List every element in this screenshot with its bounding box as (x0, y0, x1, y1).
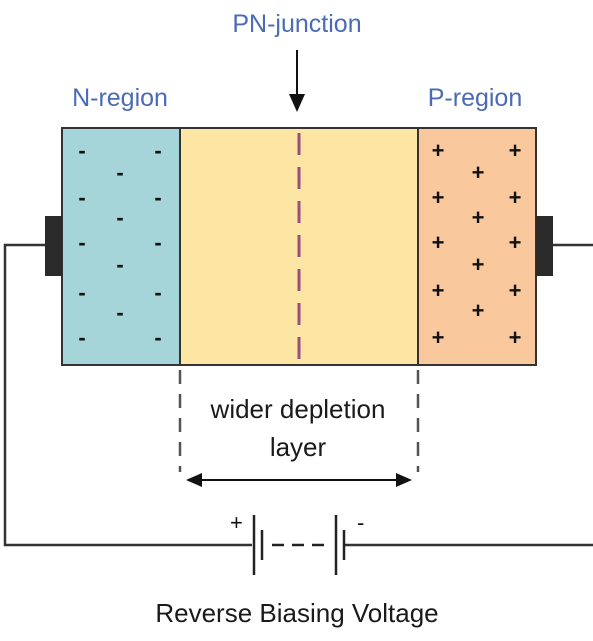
positive-charge-3: + (472, 160, 485, 185)
battery-plus-sign: + (230, 510, 243, 535)
positive-charge-10: + (432, 278, 445, 303)
positive-charge-2: + (509, 138, 522, 163)
positive-charge-12: + (472, 298, 485, 323)
positive-charge-9: + (472, 252, 485, 277)
positive-charge-8: + (509, 230, 522, 255)
negative-charge-4: - (78, 185, 85, 210)
right-terminal (536, 216, 553, 276)
negative-charge-12: - (116, 300, 123, 325)
n-region-label: N-region (72, 84, 168, 112)
p-region-label: P-region (428, 84, 523, 112)
negative-charge-9: - (116, 252, 123, 277)
negative-charge-6: - (116, 205, 123, 230)
n-region-charges: - - - - - - - - - - - - - - (78, 138, 161, 350)
negative-charge-1: - (78, 138, 85, 163)
negative-charge-8: - (154, 230, 161, 255)
negative-charge-10: - (78, 280, 85, 305)
positive-charge-14: + (509, 325, 522, 350)
negative-charge-3: - (116, 160, 123, 185)
negative-charge-14: - (154, 325, 161, 350)
negative-charge-11: - (154, 280, 161, 305)
p-region-block (417, 127, 537, 366)
depletion-width-markers (178, 370, 420, 472)
battery-minus-sign: - (357, 510, 364, 535)
depletion-label-line2: layer (270, 432, 327, 462)
negative-charge-2: - (154, 138, 161, 163)
n-region-block (61, 127, 181, 366)
caption-label: Reverse Biasing Voltage (155, 598, 438, 628)
negative-charge-5: - (154, 185, 161, 210)
positive-charge-1: + (432, 138, 445, 163)
positive-charge-13: + (432, 325, 445, 350)
battery-symbol (252, 515, 346, 575)
junction-label: PN-junction (232, 10, 361, 38)
depletion-width-arrow (186, 473, 412, 487)
negative-charge-7: - (78, 230, 85, 255)
positive-charge-6: + (472, 205, 485, 230)
circuit-wires (3, 243, 593, 547)
p-region-charges: + + + + + + + + + + + + + + (432, 138, 522, 350)
positive-charge-11: + (509, 278, 522, 303)
junction-arrow (289, 50, 305, 112)
negative-charge-13: - (78, 325, 85, 350)
positive-charge-5: + (509, 185, 522, 210)
left-terminal (45, 216, 62, 276)
depletion-label-line1: wider depletion (210, 394, 386, 424)
left-wire (3, 243, 252, 547)
positive-charge-7: + (432, 230, 445, 255)
positive-charge-4: + (432, 185, 445, 210)
